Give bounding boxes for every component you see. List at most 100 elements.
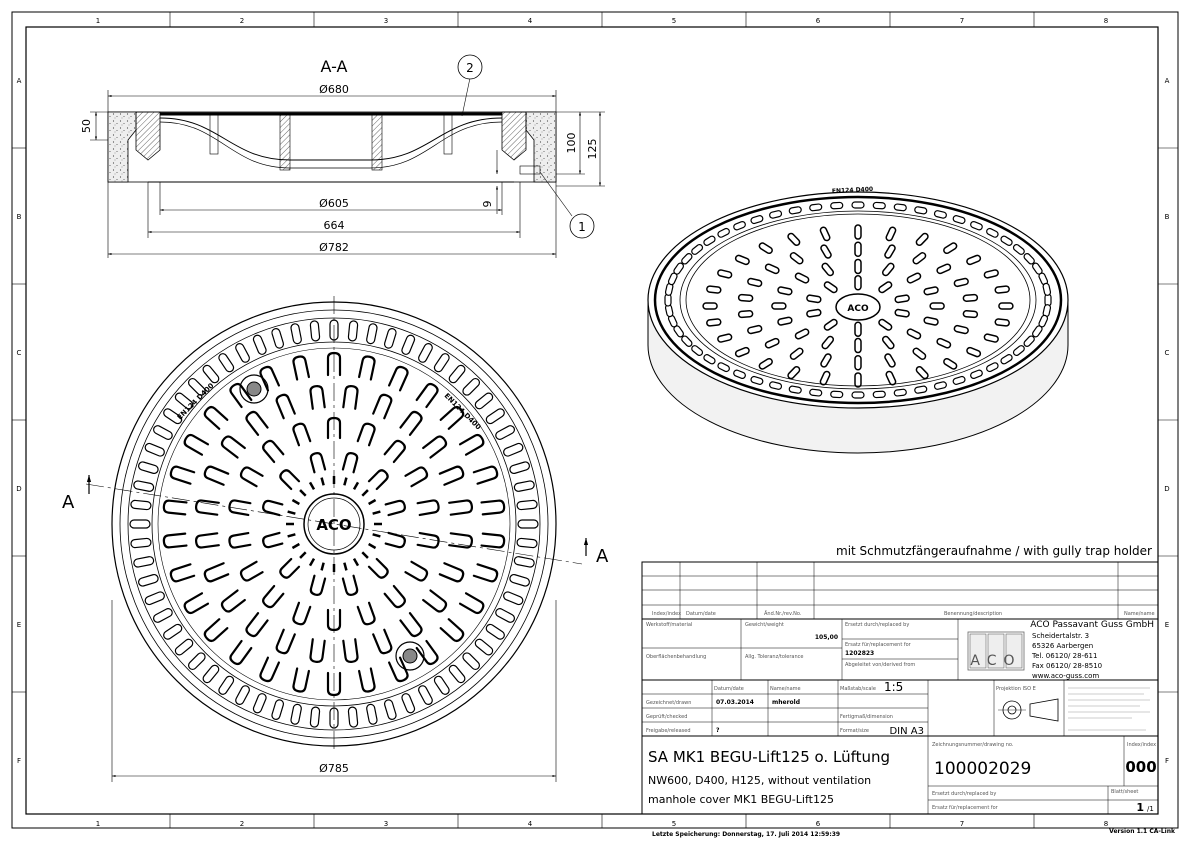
radial-dash	[361, 489, 369, 497]
iso-marking: EN124 D400	[832, 186, 874, 195]
iso-pattern-slot	[998, 302, 1014, 310]
iso-pattern-slot	[758, 242, 773, 255]
top-view: ACO EN124 D400 EN124 D400 A A Ø785	[62, 296, 609, 782]
iso-rim-slot	[788, 385, 802, 394]
zone-col-label: 7	[960, 820, 964, 828]
zone-col-label: 5	[672, 17, 676, 25]
rim-slot	[347, 706, 359, 728]
iso-rim-slot	[733, 369, 746, 379]
pattern-slot	[229, 639, 253, 666]
iso-rim-slot	[788, 206, 802, 215]
zone-col-label: 3	[384, 17, 388, 25]
rim-slot	[495, 608, 515, 623]
rim-slot	[418, 685, 433, 705]
pattern-slot	[438, 562, 465, 583]
section-view: A-A	[80, 54, 605, 258]
pattern-slot	[259, 365, 280, 392]
pattern-slot	[438, 465, 465, 486]
isometric-view: ACO EN124 D400	[647, 186, 1069, 454]
iso-rim-slot	[691, 345, 704, 357]
rim-slot	[133, 480, 155, 492]
format-value: DIN A3	[889, 726, 924, 737]
address-1: Scheidertalstr. 3	[1032, 632, 1089, 640]
pattern-slot	[472, 563, 499, 583]
iso-pattern-slot	[881, 262, 895, 277]
address-4: Fax 06120/ 28-8510	[1032, 662, 1102, 670]
balloon-2-label: 2	[466, 61, 474, 75]
iso-rim-slot	[1012, 345, 1025, 357]
rim-slot	[509, 461, 530, 475]
dim-125: 125	[586, 139, 599, 160]
pattern-slot	[309, 574, 327, 596]
iso-rim-slot	[717, 362, 730, 373]
rim-slot	[366, 703, 378, 725]
iso-pattern-slot	[821, 262, 835, 277]
pattern-slot	[203, 562, 230, 583]
iso-pattern-slot	[794, 328, 810, 340]
radial-dash	[308, 558, 316, 567]
iso-pattern-slot	[806, 308, 822, 318]
dim-680: Ø680	[319, 83, 349, 96]
zone-row-label: E	[1165, 621, 1169, 629]
pattern-slot	[228, 499, 252, 517]
iso-pattern-slot	[758, 357, 773, 370]
rim-slot	[516, 537, 538, 549]
lift-hole-top	[239, 374, 269, 404]
h-scale: Maßstab/scale	[840, 686, 876, 692]
rim-slot	[153, 608, 173, 623]
dim-9: 9	[481, 201, 494, 208]
rim-slot	[129, 519, 151, 529]
section-title: A-A	[321, 57, 348, 76]
iso-pattern-slot	[789, 252, 804, 265]
drawn-name: mherold	[772, 699, 800, 706]
rim-slot	[383, 328, 397, 349]
pattern-slot	[203, 465, 230, 486]
iso-rim-slot	[769, 210, 783, 219]
radial-dash	[352, 481, 360, 490]
pattern-slot	[372, 393, 393, 420]
iso-pattern-slot	[885, 370, 897, 386]
pattern-slot	[259, 656, 280, 683]
cut-label-right: A	[596, 546, 609, 567]
iso-rim-slot	[893, 203, 907, 212]
iso-pattern-slot	[854, 258, 862, 275]
iso-pattern-slot	[966, 254, 982, 266]
rim-slot	[174, 638, 194, 656]
iso-rim-slot	[952, 375, 966, 385]
zone-col-label: 1	[96, 17, 100, 25]
zone-col-label: 4	[528, 820, 533, 828]
sheet-of: /1	[1147, 805, 1154, 813]
pattern-slot	[229, 382, 253, 409]
h-treatment: Oberflächenbehandlung	[646, 654, 706, 660]
zone-col-label: 7	[960, 17, 964, 25]
pattern-slot	[372, 628, 393, 655]
iso-pattern-slot	[929, 302, 945, 310]
radial-dash	[361, 551, 369, 559]
rim-slot	[309, 320, 321, 342]
pattern-slot	[367, 557, 389, 579]
iso-rim-slot	[681, 335, 693, 347]
rim-slot	[366, 323, 378, 345]
rim-slot	[187, 377, 206, 396]
iso-pattern-slot	[777, 286, 793, 296]
pattern-slot	[183, 433, 210, 456]
frame-left-concrete	[107, 111, 137, 183]
iso-rim-slot	[970, 221, 983, 231]
iso-rim-slot	[809, 388, 823, 397]
iso-pattern-slot	[943, 242, 958, 255]
rim-slots	[129, 319, 539, 729]
pattern-slot	[262, 439, 285, 464]
iso-pattern-slot	[764, 263, 780, 275]
dim-785: Ø785	[319, 762, 349, 775]
zone-col-label: 8	[1104, 17, 1108, 25]
iso-pattern-slot	[854, 241, 862, 257]
dim-782: Ø782	[319, 241, 349, 254]
logo-text: ACO	[970, 653, 1021, 669]
iso-rim-slot	[830, 390, 844, 399]
pattern-slot	[480, 532, 506, 549]
iso-rim-slot	[893, 388, 907, 397]
pattern-slot	[458, 592, 485, 615]
iso-rim-slot	[750, 375, 764, 385]
iso-pattern-slot	[983, 333, 999, 343]
iso-pattern-slot	[823, 318, 838, 331]
